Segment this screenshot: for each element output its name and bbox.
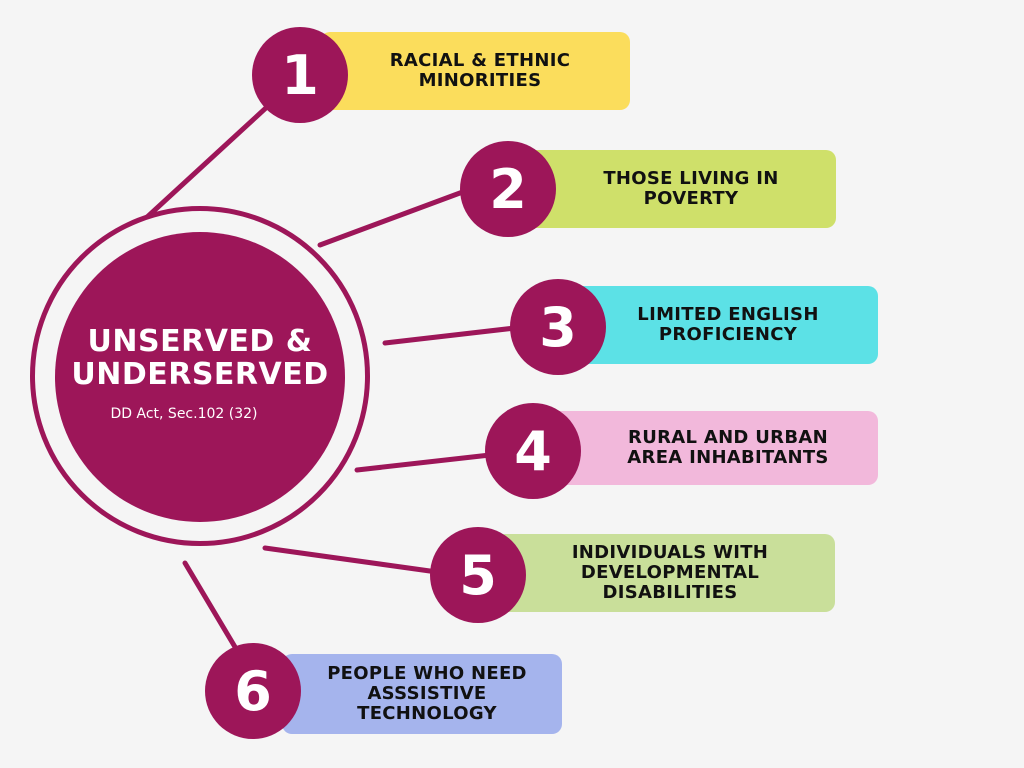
hub-title: UNSERVED & UNDERSERVED xyxy=(71,324,329,392)
item-4-label: RURAL AND URBAN AREA INHABITANTS xyxy=(627,427,829,468)
item-4-badge: 4 xyxy=(485,403,581,499)
item-1-badge: 1 xyxy=(252,27,348,123)
item-4-box: RURAL AND URBAN AREA INHABITANTS xyxy=(548,411,878,485)
item-2-label: THOSE LIVING IN POVERTY xyxy=(603,168,779,209)
hub-circle xyxy=(55,232,345,522)
item-6-badge: 6 xyxy=(205,643,301,739)
item-3-box: LIMITED ENGLISH PROFICIENCY xyxy=(568,286,878,364)
item-5-label: INDIVIDUALS WITH DEVELOPMENTAL DISABILIT… xyxy=(571,542,769,603)
item-2-box: THOSE LIVING IN POVERTY xyxy=(526,150,836,228)
item-1-label: RACIAL & ETHNIC MINORITIES xyxy=(389,50,571,91)
connector-6 xyxy=(182,560,241,655)
item-1-box: RACIAL & ETHNIC MINORITIES xyxy=(320,32,630,110)
item-3-badge: 3 xyxy=(510,279,606,375)
connector-2 xyxy=(317,187,471,248)
connector-3 xyxy=(382,325,518,346)
connector-5 xyxy=(262,545,440,575)
connector-4 xyxy=(354,452,493,473)
item-5-box: INDIVIDUALS WITH DEVELOPMENTAL DISABILIT… xyxy=(495,534,835,612)
connector-1 xyxy=(142,92,283,222)
item-6-box: PEOPLE WHO NEED ASSSISTIVE TECHNOLOGY xyxy=(282,654,562,734)
hub-subtitle: DD Act, Sec.102 (32) xyxy=(110,406,258,422)
item-6-label: PEOPLE WHO NEED ASSSISTIVE TECHNOLOGY xyxy=(327,663,527,724)
item-2-badge: 2 xyxy=(460,141,556,237)
item-3-label: LIMITED ENGLISH PROFICIENCY xyxy=(637,304,819,345)
item-5-badge: 5 xyxy=(430,527,526,623)
